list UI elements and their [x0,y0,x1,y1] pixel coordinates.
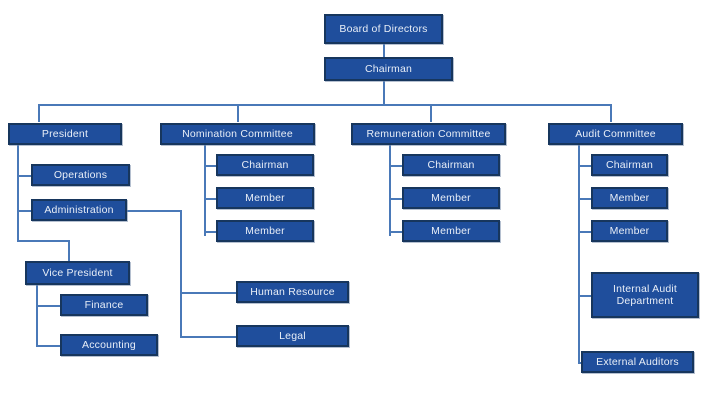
node-remuneration-chairman[interactable]: Chairman [402,154,500,176]
node-nomination-committee[interactable]: Nomination Committee [160,123,315,145]
node-operations[interactable]: Operations [31,164,130,186]
connector-remuneration-to-member-1 [389,198,403,200]
node-nomination-member-2[interactable]: Member [216,220,314,242]
connector-nomination-spine [204,144,206,236]
node-remuneration-member-2[interactable]: Member [402,220,500,242]
node-legal[interactable]: Legal [236,325,349,347]
node-vice-president[interactable]: Vice President [25,261,130,285]
connector-president-spine [17,144,19,242]
node-audit-member-1[interactable]: Member [591,187,668,209]
connector-remuneration-to-chairman [389,165,403,167]
node-internal-audit-department[interactable]: Internal Audit Department [591,272,699,318]
node-nomination-chairman[interactable]: Chairman [216,154,314,176]
connector-bus-to-audit [610,104,612,122]
connector-nomination-to-member-1 [204,198,218,200]
connector-administration-to-legal [180,336,238,338]
node-remuneration-committee[interactable]: Remuneration Committee [351,123,506,145]
connector-president-to-vp-drop [68,240,70,262]
connector-vp-spine [36,285,38,347]
node-human-resource[interactable]: Human Resource [236,281,349,303]
connector-administration-to-hr [180,292,238,294]
connector-distribution-bar [38,104,611,106]
connector-board-to-chairman [383,43,385,58]
connector-audit-to-member-1 [578,198,592,200]
connector-president-to-vp-horizontal [17,240,70,242]
node-chairman-top[interactable]: Chairman [324,57,453,81]
connector-administration-spine [180,210,182,338]
node-finance[interactable]: Finance [60,294,148,316]
node-board-of-directors[interactable]: Board of Directors [324,14,443,44]
node-audit-chairman[interactable]: Chairman [591,154,668,176]
node-external-auditors[interactable]: External Auditors [581,351,694,373]
node-audit-committee[interactable]: Audit Committee [548,123,683,145]
connector-administration-out [126,210,182,212]
node-accounting[interactable]: Accounting [60,334,158,356]
connector-audit-to-member-2 [578,231,592,233]
connector-nomination-to-member-2 [204,231,218,233]
connector-bus-to-nomination [237,104,239,122]
connector-bus-to-remuneration [430,104,432,122]
connector-remuneration-spine [389,144,391,236]
connector-nomination-to-chairman [204,165,218,167]
node-audit-member-2[interactable]: Member [591,220,668,242]
connector-audit-spine [578,144,580,364]
node-nomination-member-1[interactable]: Member [216,187,314,209]
connector-vp-to-accounting [36,345,62,347]
connector-chairman-to-bus [383,80,385,105]
node-president[interactable]: President [8,123,122,145]
node-administration[interactable]: Administration [31,199,127,221]
connector-audit-to-chairman [578,165,592,167]
connector-vp-to-finance [36,305,62,307]
connector-president-to-operations [17,175,33,177]
connector-audit-to-internal-audit [578,295,592,297]
connector-president-to-administration [17,210,33,212]
connector-bus-to-president [38,104,40,122]
node-remuneration-member-1[interactable]: Member [402,187,500,209]
connector-remuneration-to-member-2 [389,231,403,233]
